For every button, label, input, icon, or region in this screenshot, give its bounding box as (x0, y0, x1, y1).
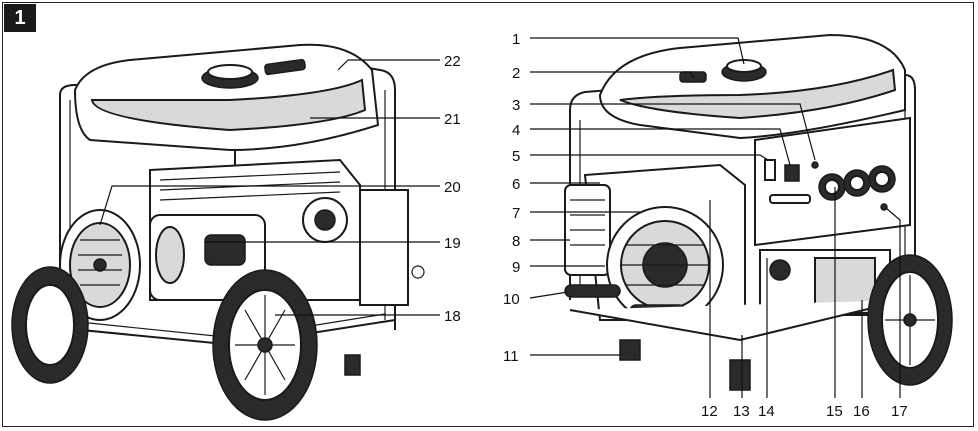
label-22: 22 (444, 53, 461, 70)
label-14: 14 (758, 403, 775, 420)
part-numbers: 22 21 20 19 18 1 2 3 4 5 6 7 8 9 10 11 1… (444, 31, 908, 420)
label-1: 1 (512, 31, 520, 48)
label-6: 6 (512, 176, 520, 193)
leader-lines (99, 37, 901, 398)
label-18: 18 (444, 308, 461, 325)
label-21: 21 (444, 111, 461, 128)
label-9: 9 (512, 259, 520, 276)
label-15: 15 (826, 403, 843, 420)
generator-right-view (564, 33, 953, 391)
label-12: 12 (701, 403, 718, 420)
label-2: 2 (512, 65, 520, 82)
label-10: 10 (503, 291, 520, 308)
label-19: 19 (444, 235, 461, 252)
label-17: 17 (891, 403, 908, 420)
figure-number-badge: 1 (4, 4, 36, 32)
generator-left-view (11, 43, 425, 421)
label-20: 20 (444, 179, 461, 196)
label-3: 3 (512, 97, 520, 114)
label-16: 16 (853, 403, 870, 420)
label-7: 7 (512, 205, 520, 222)
label-5: 5 (512, 148, 520, 165)
label-8: 8 (512, 233, 520, 250)
label-4: 4 (512, 122, 520, 139)
label-11: 11 (503, 348, 519, 365)
label-13: 13 (733, 403, 750, 420)
